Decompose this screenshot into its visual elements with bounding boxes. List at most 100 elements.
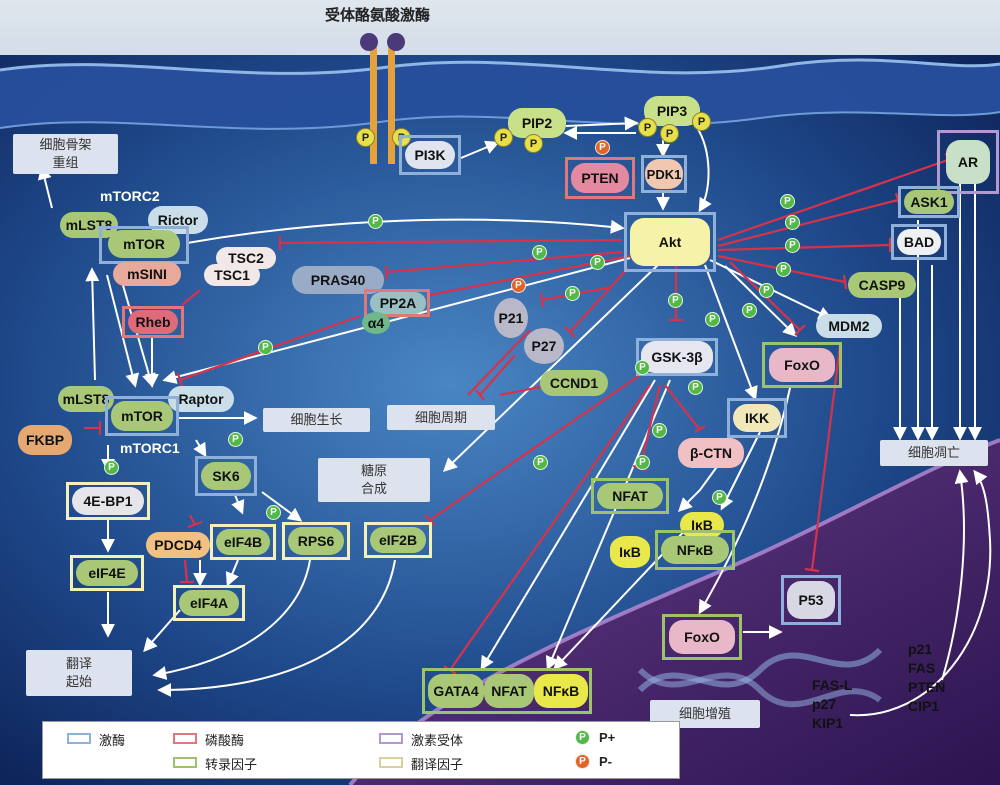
ask1-node: ASK1 — [904, 190, 954, 214]
nuclear-tf-complex-frame — [422, 668, 592, 714]
tsc1-node: TSC1 — [204, 264, 260, 286]
legend-phosphatase-swatch — [173, 733, 197, 744]
pdcd4-node: PDCD4 — [146, 532, 210, 558]
p-plus-marker: P — [228, 432, 243, 447]
p-plus-marker: P — [705, 312, 720, 327]
gata4-node: GATA4 — [428, 674, 484, 708]
legend-translation-factor-swatch — [379, 757, 403, 768]
mlst8-mtorc1-node: mLST8 — [58, 386, 114, 412]
legend-hormone-receptor-label: 激素受体 — [411, 733, 464, 748]
pten-node: PTEN — [571, 163, 629, 193]
p21-node: P21 — [494, 298, 528, 338]
p-plus-marker: P — [635, 360, 650, 375]
legend-tf-label: 转录因子 — [205, 757, 258, 772]
p-plus-marker: P — [635, 455, 650, 470]
p-plus-marker: P — [785, 238, 800, 253]
target-genes-right: p21 FAS PTEN CIP1 — [908, 640, 945, 716]
p-plus-marker: P — [266, 505, 281, 520]
nfkb-frame — [655, 530, 735, 570]
eif4e-node: eIF4E — [76, 560, 138, 586]
mtorc2-label: mTORC2 — [100, 188, 160, 204]
4ebp1-node: 4E-BP1 — [72, 487, 144, 515]
pi3k-node: PI3K — [405, 141, 455, 169]
eif4b-node: eIF4B — [216, 529, 270, 555]
target-gene: CIP1 — [908, 698, 940, 714]
eif4b-frame — [210, 524, 276, 560]
pdk1-frame — [641, 155, 687, 193]
pras40-node: PRAS40 — [292, 266, 384, 294]
foxo-frame — [762, 342, 842, 388]
akt-node: Akt — [630, 218, 710, 266]
mtor-mtorc1-frame — [105, 396, 179, 436]
eif4e-frame — [70, 555, 144, 591]
legend-p-plus-label: P+ — [599, 730, 616, 745]
eif4a-node: eIF4A — [179, 590, 239, 616]
legend-kinase-label: 激酶 — [99, 733, 126, 748]
alpha4-node: α4 — [362, 312, 390, 334]
legend-p-plus-icon: P — [575, 730, 590, 745]
legend-p-minus-label: P- — [599, 754, 612, 769]
rictor-node: Rictor — [148, 206, 208, 234]
pip2-p2: P — [524, 134, 543, 153]
pip3-p2: P — [660, 124, 679, 143]
p-plus-marker: P — [776, 262, 791, 277]
target-gene: FAS-L — [812, 677, 853, 693]
outcome-cell-growth: 细胞生长 — [263, 408, 370, 432]
p-plus-marker: P — [368, 214, 383, 229]
p53-frame — [781, 575, 841, 625]
beta-ctn-node: β-CTN — [678, 438, 744, 468]
mdm2-node: MDM2 — [816, 314, 882, 338]
nfkb-nuclear-node: NFκB — [534, 674, 588, 708]
legend-p-minus-icon: P — [575, 754, 590, 769]
legend-tf-swatch — [173, 757, 197, 768]
pten-p-minus: P — [595, 140, 610, 155]
eif2b-node: eIF2B — [370, 527, 426, 553]
target-genes-left: FAS-L p27 KIP1 — [812, 676, 852, 733]
pip2-p1: P — [494, 128, 513, 147]
p-plus-marker: P — [565, 286, 580, 301]
pten-frame — [565, 157, 635, 199]
outcome-apoptosis: 细胞凋亡 — [880, 440, 988, 466]
rps6-frame — [282, 522, 350, 560]
ask1-frame — [898, 186, 960, 218]
p-plus-marker: P — [533, 455, 548, 470]
legend: 激酶 磷酸酶 激素受体 P P+ 转录因子 翻译因子 P P- — [42, 721, 680, 779]
ikb-bound-node: IκB — [680, 512, 724, 538]
sk6-node: SK6 — [201, 462, 251, 490]
casp9-node: CASP9 — [848, 272, 916, 298]
legend-hormone-receptor-swatch — [379, 733, 403, 744]
nfat-node: NFAT — [597, 483, 663, 509]
bad-node: BAD — [897, 229, 941, 255]
pp2a-p-minus: P — [511, 278, 526, 293]
p-plus-marker: P — [742, 303, 757, 318]
ar-frame — [937, 130, 999, 194]
foxo-node: FoxO — [769, 348, 835, 382]
legend-translation-factor-label: 翻译因子 — [411, 757, 464, 772]
rheb-frame — [122, 306, 184, 338]
ikb-free-node: IκB — [610, 536, 650, 568]
p-plus-marker: P — [688, 380, 703, 395]
p-plus-marker: P — [104, 460, 119, 475]
p-plus-marker: P — [668, 293, 683, 308]
p-plus-marker: P — [785, 215, 800, 230]
outcome-glycogen: 糖原 合成 — [318, 458, 430, 502]
target-gene: FAS — [908, 660, 936, 676]
p-plus-marker: P — [652, 423, 667, 438]
legend-phosphatase-label: 磷酸酶 — [205, 733, 245, 748]
target-gene: p27 — [812, 696, 837, 712]
ccnd1-node: CCND1 — [540, 370, 608, 396]
gsk3b-node: GSK-3β — [641, 341, 713, 373]
target-gene: PTEN — [908, 679, 946, 695]
pp2a-node: PP2A — [370, 292, 426, 314]
ikk-frame — [727, 398, 787, 438]
pp2a-frame — [364, 289, 430, 317]
msini-node: mSINI — [113, 262, 181, 286]
outcome-cytoskeleton: 细胞骨架 重组 — [13, 134, 118, 174]
rheb-node: Rheb — [128, 310, 178, 334]
page-title: 受体酪氨酸激酶 — [325, 7, 431, 24]
gsk3b-frame — [636, 338, 718, 376]
fkbp-node: FKBP — [18, 425, 72, 455]
pi3k-frame — [399, 135, 461, 175]
foxo-nuclear-frame — [662, 614, 742, 660]
nfat-nuclear-node: NFAT — [484, 674, 534, 708]
